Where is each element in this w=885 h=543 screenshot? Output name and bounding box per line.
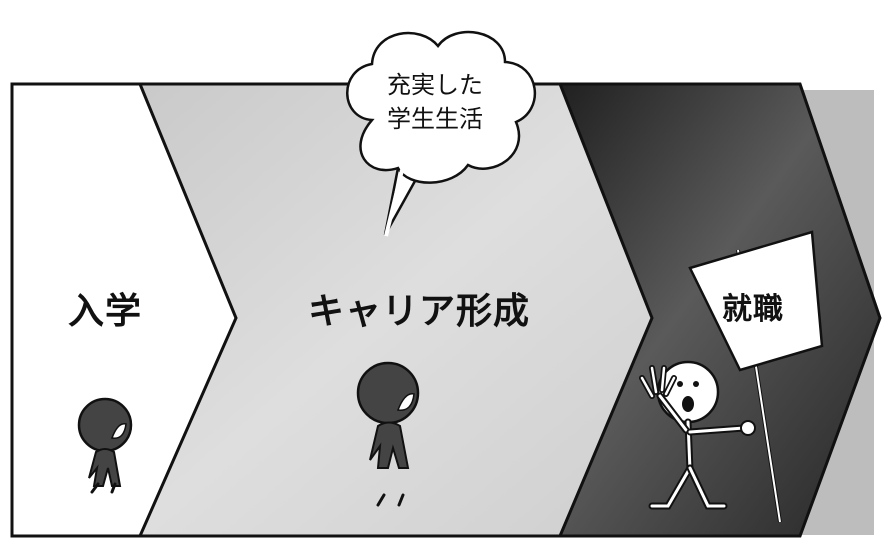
stage-1-chevron [10, 82, 238, 538]
stage-label-employment: 就職 [722, 292, 784, 327]
graduate-cheering-figure [639, 360, 756, 510]
stage-label-career-building: キャリア形成 [308, 291, 531, 332]
student-walking-figure [356, 361, 420, 507]
student-small-figure [77, 397, 133, 494]
speech-bubble-line-2: 学生生活 [387, 105, 483, 133]
stage-label-enrollment: 入学 [68, 291, 143, 332]
speech-bubble-text: 充実した 学生生活 [360, 68, 510, 136]
speech-bubble-line-1: 充実した [387, 71, 483, 99]
speech-bubble [346, 30, 537, 237]
flag [688, 230, 824, 523]
